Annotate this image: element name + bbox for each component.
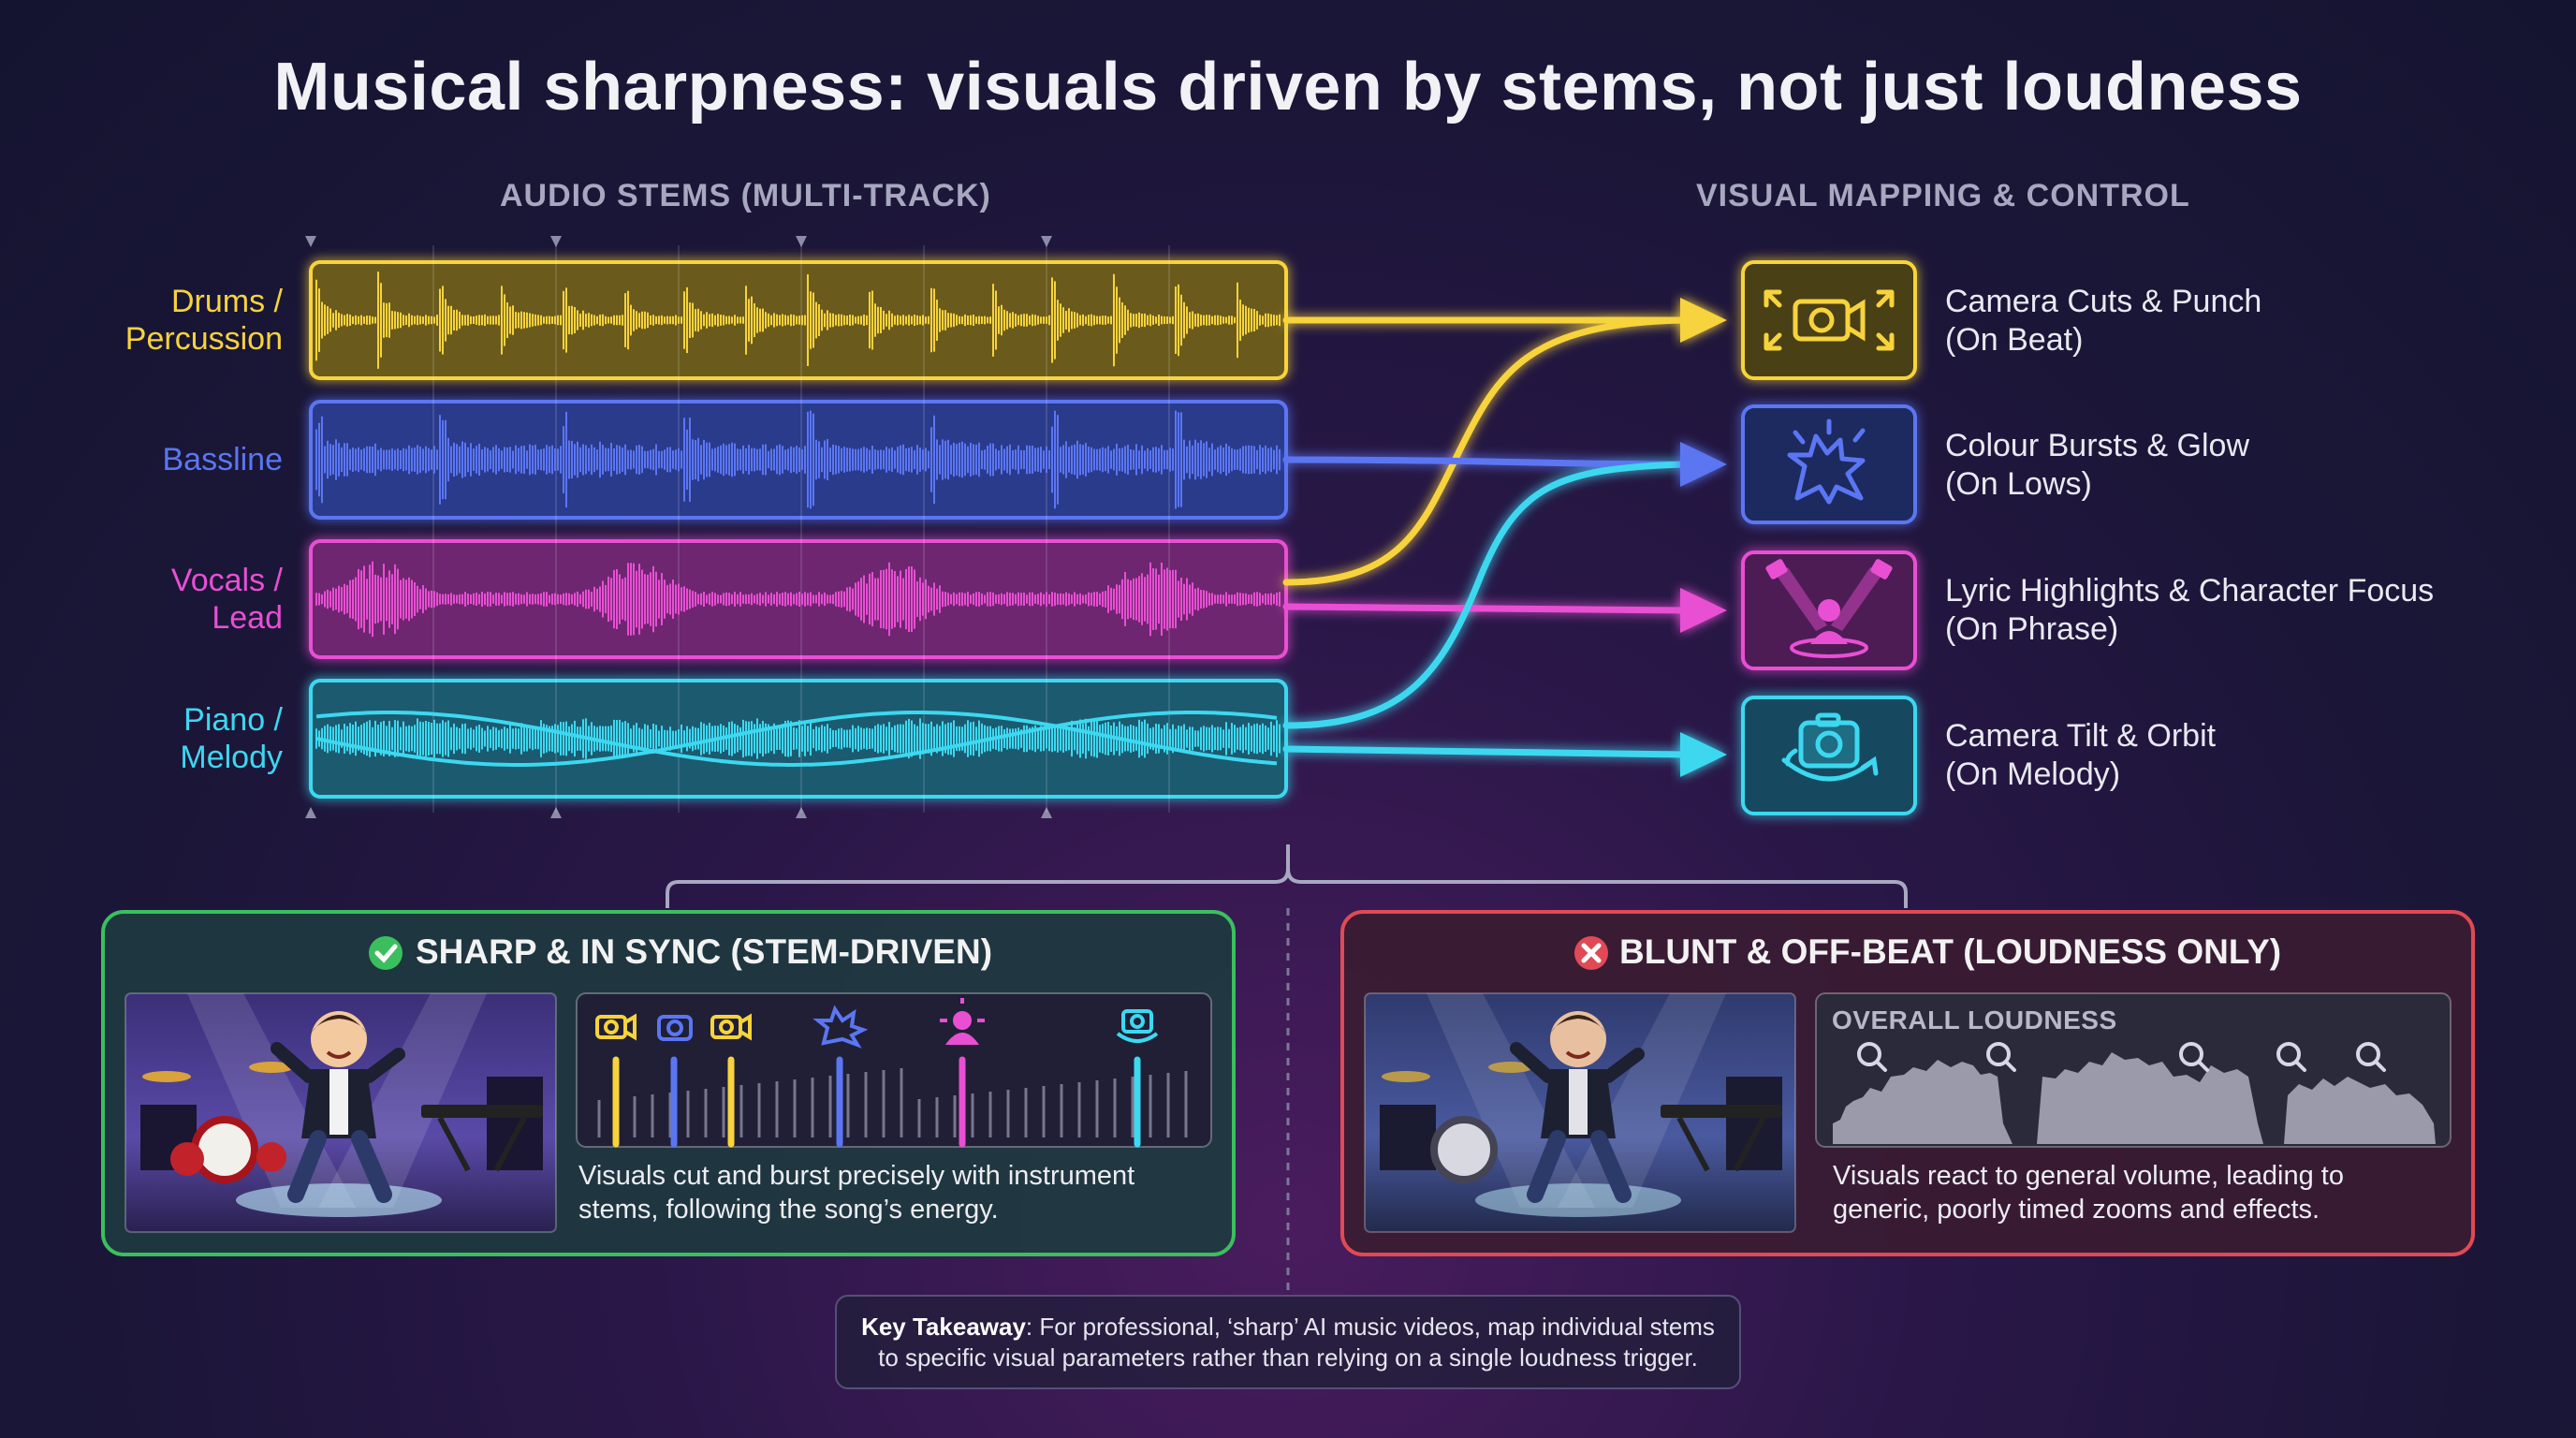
- arrowheads: [1680, 298, 1727, 777]
- route-vocals-to-cut: [1282, 316, 1689, 586]
- camera-cut-icon: [710, 1013, 752, 1041]
- zoom-icon: [2276, 1042, 2306, 1072]
- timeline-markers: [305, 236, 1052, 818]
- camera-orbit-icon: [1781, 712, 1879, 782]
- camera-icon: [657, 1015, 693, 1041]
- icon-box-burst: [1741, 404, 1917, 524]
- waveform-2: [315, 561, 1281, 638]
- route-bass: [1282, 456, 1689, 468]
- burst-icon: [1787, 418, 1866, 505]
- sync-event-icons: [595, 998, 1159, 1049]
- spotlight-icon: [1765, 559, 1893, 658]
- grid-lines: [432, 245, 1170, 813]
- camera-cut-icon: [595, 1013, 637, 1041]
- route-piano: [1282, 745, 1689, 758]
- burst-icon: [812, 1005, 869, 1049]
- stem-label-drums: Drums /Percussion: [124, 284, 283, 357]
- stems-heading: AUDIO STEMS (MULTI-TRACK): [500, 178, 991, 213]
- route-piano-to-burst: [1282, 461, 1689, 729]
- loudness-envelope: [1833, 1052, 2436, 1144]
- mapping-label-spotlight: Lyric Highlights & Character Focus(On Ph…: [1945, 573, 2435, 647]
- zoom-icon: [2179, 1042, 2209, 1072]
- arrow-vocals: [1680, 588, 1727, 633]
- melody-contour-1: [315, 711, 1278, 767]
- waveforms: [315, 271, 1281, 767]
- sync-strip: [576, 992, 1212, 1148]
- mapping-heading: VISUAL MAPPING & CONTROL: [1696, 178, 2190, 213]
- performer-image-blunt: [1364, 992, 1796, 1233]
- mapping-icons: [1741, 260, 1917, 815]
- waveform-1: [315, 410, 1281, 509]
- mapping-label-cut: Camera Cuts & Punch(On Beat): [1945, 284, 2262, 358]
- page-title: Musical sharpness: visuals driven by ste…: [273, 50, 2303, 125]
- sync-event-markers: [612, 1056, 1141, 1148]
- blunt-panel-heading: BLUNT & OFF-BEAT (LOUDNESS ONLY): [1619, 932, 2282, 971]
- loudness-label: OVERALL LOUDNESS: [1832, 1005, 2117, 1034]
- zoom-icon: [2356, 1042, 2386, 1072]
- camera-orbit-icon: [1116, 1009, 1159, 1043]
- stem-label-bass: Bassline: [162, 442, 283, 477]
- mapping-label-orbit: Camera Tilt & Orbit(On Melody): [1945, 718, 2217, 792]
- stem-label-piano: Piano /Melody: [180, 702, 283, 775]
- arrow-drums: [1680, 298, 1727, 343]
- blunt-panel-description: Visuals react to general volume, leading…: [1833, 1161, 2344, 1225]
- performer-image-sharp: [124, 992, 557, 1233]
- takeaway-line-1: : For professional, ‘sharp’ AI music vid…: [1025, 1313, 1715, 1341]
- takeaway-prefix: Key Takeaway: [861, 1313, 1026, 1341]
- takeaway-line-2: to specific visual parameters rather tha…: [878, 1343, 1698, 1372]
- routing-lines: [1282, 316, 1689, 758]
- waveform-0: [315, 271, 1281, 369]
- key-takeaway: Key Takeaway: For professional, ‘sharp’ …: [835, 1295, 1741, 1389]
- icon-box-cut: [1741, 260, 1917, 380]
- arrow-piano: [1680, 732, 1727, 777]
- sharp-panel-heading: SHARP & IN SYNC (STEM-DRIVEN): [416, 932, 993, 971]
- arrow-bass: [1680, 442, 1727, 487]
- mapping-label-burst: Colour Bursts & Glow(On Lows): [1945, 428, 2249, 502]
- check-icon: [369, 936, 402, 970]
- camera-cut-icon: [1764, 289, 1895, 351]
- sharp-panel-description: Visuals cut and burst precisely with ins…: [578, 1161, 1135, 1225]
- zoom-icon: [1986, 1042, 2016, 1072]
- zoom-icon: [1857, 1042, 1887, 1072]
- sync-ticks: [597, 1068, 1188, 1137]
- bracket: [666, 844, 1908, 908]
- stem-label-vocals: Vocals /Lead: [170, 563, 283, 636]
- zoom-icons: [1857, 1042, 2386, 1072]
- spotlight-icon: [940, 998, 985, 1045]
- melody-contour-0: [315, 711, 1278, 767]
- route-vocals: [1282, 603, 1689, 614]
